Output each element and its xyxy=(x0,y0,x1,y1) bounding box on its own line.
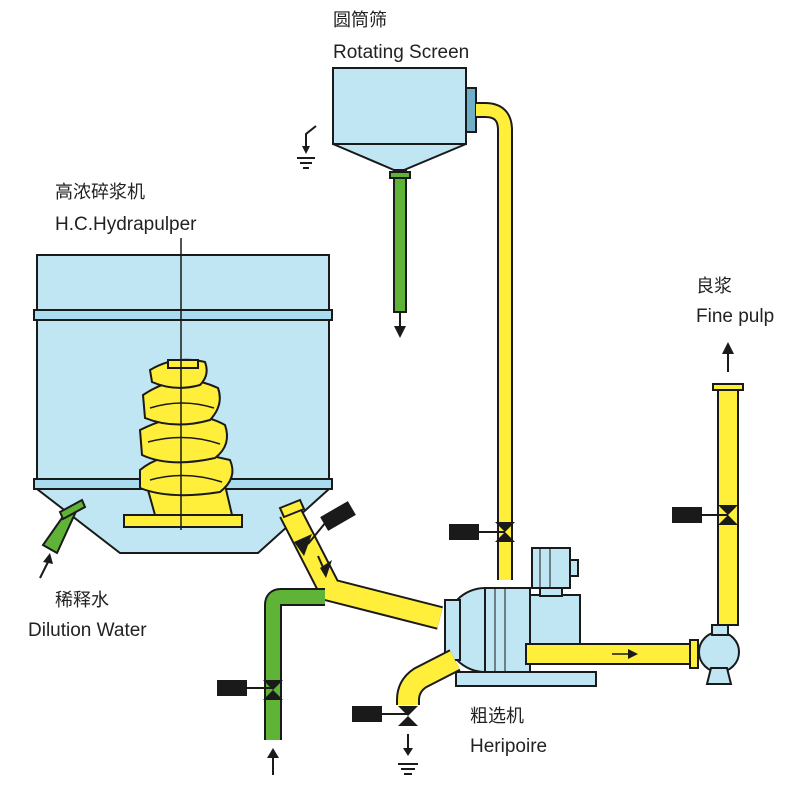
rotating-screen xyxy=(332,67,477,171)
valve-icon xyxy=(294,501,356,556)
ground-drain-icon xyxy=(398,734,418,775)
fine-pulp-label: Fine pulp xyxy=(696,306,774,327)
fine-pulp-pipe xyxy=(712,342,744,626)
rotating-screen-label: Rotating Screen xyxy=(333,42,469,63)
ground-drain-icon xyxy=(297,125,317,169)
valve-icon xyxy=(449,522,515,542)
arrow-up-icon xyxy=(267,748,279,758)
accept-pipe xyxy=(525,639,699,669)
dilution-water-inlet xyxy=(39,498,87,579)
valve-icon xyxy=(672,505,738,525)
motor-icon xyxy=(531,547,579,597)
accept-to-screen-pipe xyxy=(476,102,513,580)
dilution-water-pipe xyxy=(264,588,325,775)
rotating-screen-label-cn: 圆筒筛 xyxy=(333,10,387,31)
screen-reject-pipe xyxy=(389,169,411,338)
hydrapulper-label-cn: 高浓碎浆机 xyxy=(55,182,145,203)
reject-pipe xyxy=(396,649,461,705)
valve-icon xyxy=(217,680,283,700)
heripoire-label-cn: 粗选机 xyxy=(470,706,524,727)
arrow-down-icon xyxy=(394,326,406,338)
valve-icon xyxy=(352,706,418,726)
rotor xyxy=(123,358,243,528)
pump-icon xyxy=(698,624,740,685)
dilution-water-label-cn: 稀释水 xyxy=(55,590,109,611)
arrow-up-icon xyxy=(43,553,53,564)
arrow-up-icon xyxy=(722,342,734,354)
hydrapulper-label: H.C.Hydrapulper xyxy=(55,214,197,235)
heripoire-label: Heripoire xyxy=(470,736,547,757)
fine-pulp-label-cn: 良浆 xyxy=(696,276,732,297)
dilution-water-label: Dilution Water xyxy=(28,620,147,641)
heripoire-machine xyxy=(444,587,597,687)
